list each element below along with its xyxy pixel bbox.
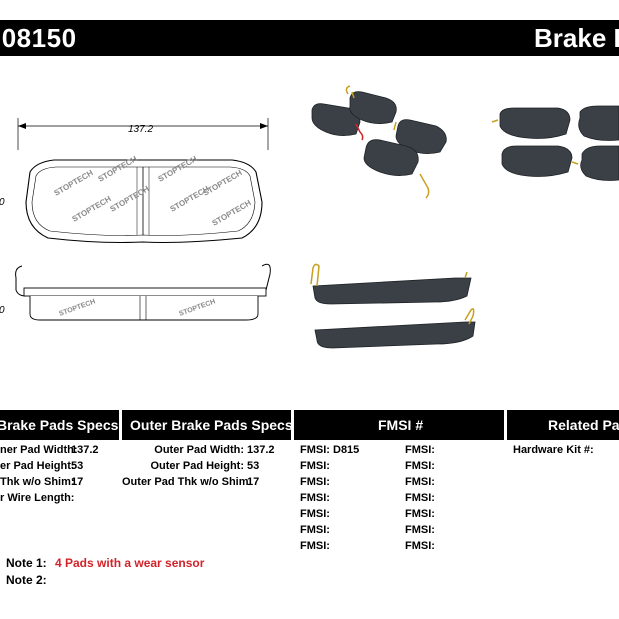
related-parts-header: Related Par <box>507 410 619 440</box>
pad-pair-photo <box>491 105 619 181</box>
inner-spec-label: er Pad Height: <box>0 460 75 472</box>
note-1-text: 4 Pads with a wear sensor <box>55 556 205 570</box>
inner-spec-label: Thk w/o Shim: <box>0 476 75 488</box>
fmsi-right: FMSI: <box>405 540 435 552</box>
width-dimension: 137.2 <box>128 124 153 135</box>
fmsi-right: FMSI: <box>405 508 435 520</box>
fmsi-left: FMSI: <box>300 508 330 520</box>
fmsi-left: FMSI: <box>300 492 330 504</box>
fmsi-right: FMSI: <box>405 460 435 472</box>
fmsi-header: FMSI # <box>294 410 504 440</box>
part-number: .08150 <box>0 23 77 53</box>
outer-spec-value: 137.2 <box>247 444 275 456</box>
note-1-label: Note 1: <box>6 556 47 570</box>
note-2-label: Note 2: <box>6 573 47 587</box>
fmsi-right: FMSI: <box>405 524 435 536</box>
fmsi-left: FMSI: <box>300 460 330 472</box>
page-title: Brake P <box>534 23 619 53</box>
fmsi-left: FMSI: <box>300 540 330 552</box>
outer-spec-label: Outer Pad Thk w/o Shim: <box>122 476 253 488</box>
outer-spec-value: 53 <box>247 460 260 472</box>
title-bar: .08150 Brake P <box>0 20 619 56</box>
pad-set-photo <box>311 85 447 199</box>
inner-spec-label: r Wire Length: <box>0 492 75 504</box>
fmsi-right: FMSI: <box>405 476 435 488</box>
height-dimension: 0 <box>0 305 5 316</box>
inner-spec-value: 137.2 <box>71 444 99 456</box>
height-dimension: 0 <box>0 197 5 208</box>
fmsi-left: FMSI: <box>300 476 330 488</box>
inner-spec-label: ner Pad Width: <box>0 444 78 456</box>
outer-spec-label: Outer Pad Height: <box>150 460 244 472</box>
outer-specs-header: Outer Brake Pads Specs <box>122 410 291 440</box>
pad-profile-photo <box>310 263 476 349</box>
fmsi-right: FMSI: <box>405 444 435 456</box>
inner-specs-title: Brake Pads Specs <box>0 417 119 433</box>
inner-spec-value: 53 <box>71 460 84 472</box>
fmsi-left: FMSI: D815 <box>300 444 360 456</box>
fmsi-left: FMSI: <box>300 524 330 536</box>
technical-drawing: STOPTECH STOPTECH STOPTECH STOPTECH STOP… <box>0 118 271 321</box>
hardware-kit-label: Hardware Kit #: <box>513 444 594 456</box>
related-parts-title: Related Par <box>548 417 619 433</box>
outer-spec-label: Outer Pad Width: <box>154 444 244 456</box>
outer-spec-value: 17 <box>247 476 260 488</box>
outer-specs-title: Outer Brake Pads Specs <box>130 417 291 433</box>
inner-spec-value: 17 <box>71 476 84 488</box>
inner-specs-header: Brake Pads Specs <box>0 410 119 440</box>
fmsi-right: FMSI: <box>405 492 435 504</box>
fmsi-title: FMSI # <box>378 417 424 433</box>
